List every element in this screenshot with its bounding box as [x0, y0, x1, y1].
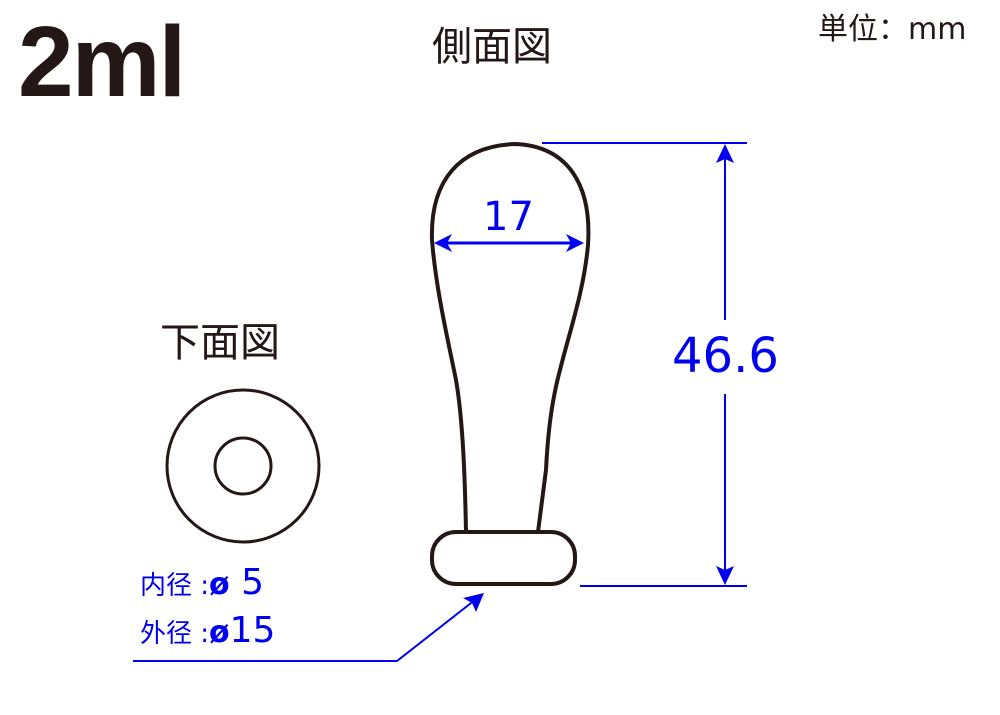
- spec-label: 内径 :: [140, 571, 210, 601]
- height-dimension: 46.6: [672, 328, 779, 384]
- leader-line: [133, 595, 481, 662]
- diameter-icon: ø: [209, 567, 230, 602]
- inner-diameter-circle: [213, 436, 273, 496]
- arrow-right-icon: [566, 234, 584, 252]
- side-view-label: 側面図: [432, 24, 552, 70]
- leader-arrow-icon: [463, 593, 484, 612]
- diameter-icon: ø: [209, 615, 230, 650]
- arrow-down-icon: [716, 566, 734, 585]
- width-dimension: 17: [483, 194, 534, 240]
- spec-value: 15: [229, 610, 276, 651]
- arrow-left-icon: [434, 234, 452, 252]
- unit-label: 単位：mm: [818, 12, 967, 47]
- capacity-title: 2ml: [18, 6, 186, 118]
- outer-diameter-spec: 外径 :ø15: [140, 613, 275, 651]
- bottom-view-label: 下面図: [160, 320, 280, 366]
- spec-label: 外径 :: [140, 619, 210, 649]
- inner-diameter-spec: 内径 :ø 5: [140, 565, 264, 603]
- arrow-up-icon: [716, 144, 734, 163]
- outer-diameter-circle: [165, 388, 321, 544]
- bottle-outline: [429, 141, 591, 533]
- bottle-base: [430, 530, 577, 586]
- spec-value: 5: [229, 562, 265, 603]
